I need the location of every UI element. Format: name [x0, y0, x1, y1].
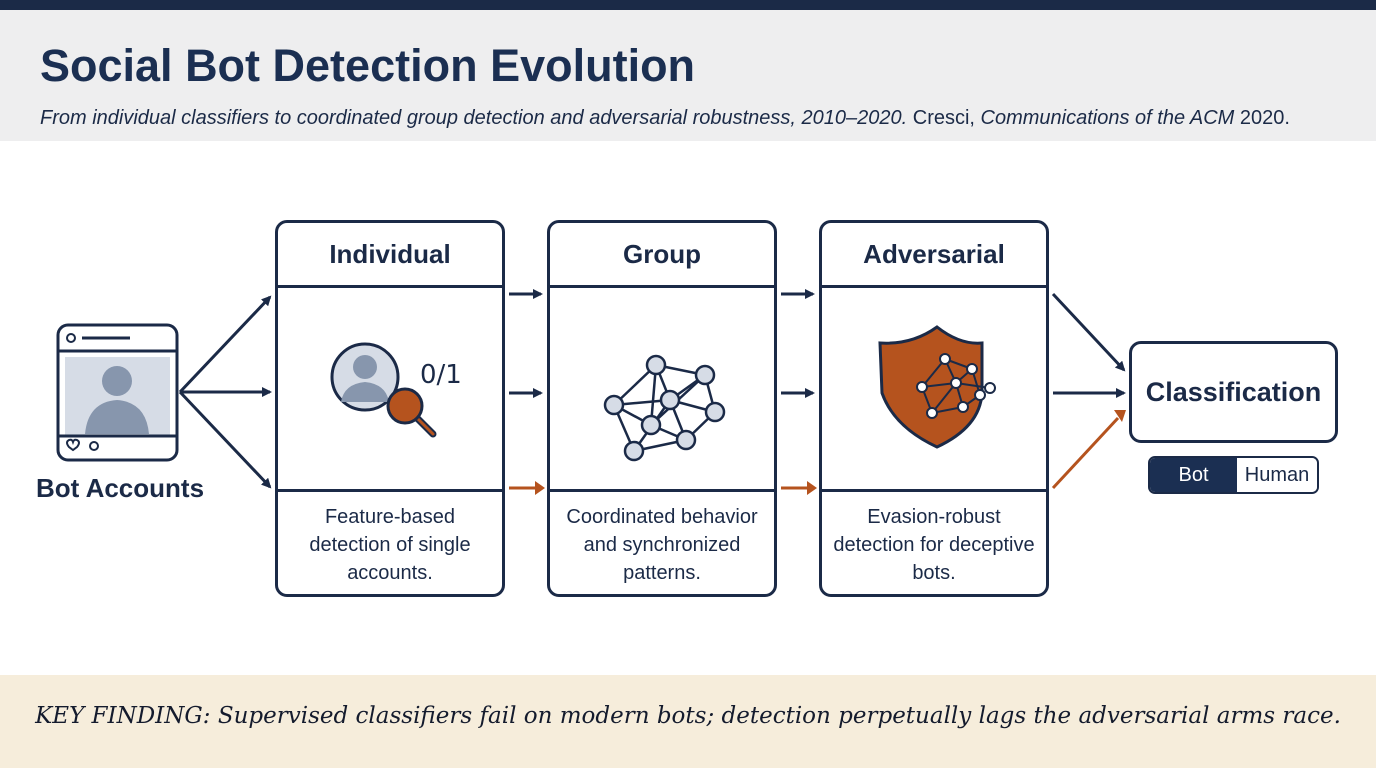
- binary-label: 0/1: [420, 360, 462, 390]
- bot-human-toggle[interactable]: Bot Human: [1148, 456, 1319, 494]
- subtitle-journal: Communications of the ACM: [980, 107, 1235, 129]
- subtitle-year: 2020.: [1234, 107, 1290, 129]
- stage-description: Feature-based detection of single accoun…: [309, 506, 471, 584]
- stage-title: Adversarial: [822, 223, 1046, 288]
- subtitle-author: Cresci,: [907, 107, 981, 129]
- key-finding-text: KEY FINDING: Supervised classifiers fail…: [0, 703, 1376, 729]
- key-finding-banner: KEY FINDING: Supervised classifiers fail…: [0, 675, 1376, 768]
- network-graph-icon: [603, 354, 726, 462]
- user-profile-card-icon: [56, 323, 179, 462]
- header: Social Bot Detection Evolution From indi…: [0, 10, 1376, 141]
- key-finding-body: Supervised classifiers fail on modern bo…: [210, 703, 1341, 729]
- input-label: Bot Accounts: [36, 473, 205, 503]
- shield-network-icon: [878, 325, 996, 449]
- stage-icon-area: [550, 285, 774, 492]
- top-accent-bar: [0, 0, 1376, 10]
- stage-title: Individual: [278, 223, 502, 288]
- toggle-option-bot[interactable]: Bot: [1150, 458, 1237, 492]
- stage-description: Coordinated behavior and synchronized pa…: [566, 506, 758, 584]
- stage-adversarial: Adversarial: [819, 220, 1049, 597]
- page-subtitle: From individual classifiers to coordinat…: [40, 107, 1290, 130]
- stage-icon-area: 0/1: [278, 285, 502, 492]
- output-classification: Classification: [1129, 341, 1338, 443]
- input-arrows: [178, 295, 272, 489]
- stage-icon-area: [822, 285, 1046, 492]
- output-arrows: [1051, 292, 1126, 490]
- key-finding-prefix: KEY FINDING:: [35, 703, 211, 729]
- stage-title: Group: [550, 223, 774, 288]
- stage-description: Evasion-robust detection for deceptive b…: [833, 506, 1035, 584]
- stage-individual: Individual 0/1 Feature-based detection o…: [275, 220, 505, 597]
- user-magnifier-icon: 0/1: [330, 342, 462, 438]
- subtitle-description: From individual classifiers to coordinat…: [40, 107, 908, 129]
- toggle-option-human[interactable]: Human: [1237, 458, 1317, 492]
- stage-connectors: [509, 289, 817, 495]
- page-title: Social Bot Detection Evolution: [40, 40, 696, 91]
- stage-group: Group: [547, 220, 777, 597]
